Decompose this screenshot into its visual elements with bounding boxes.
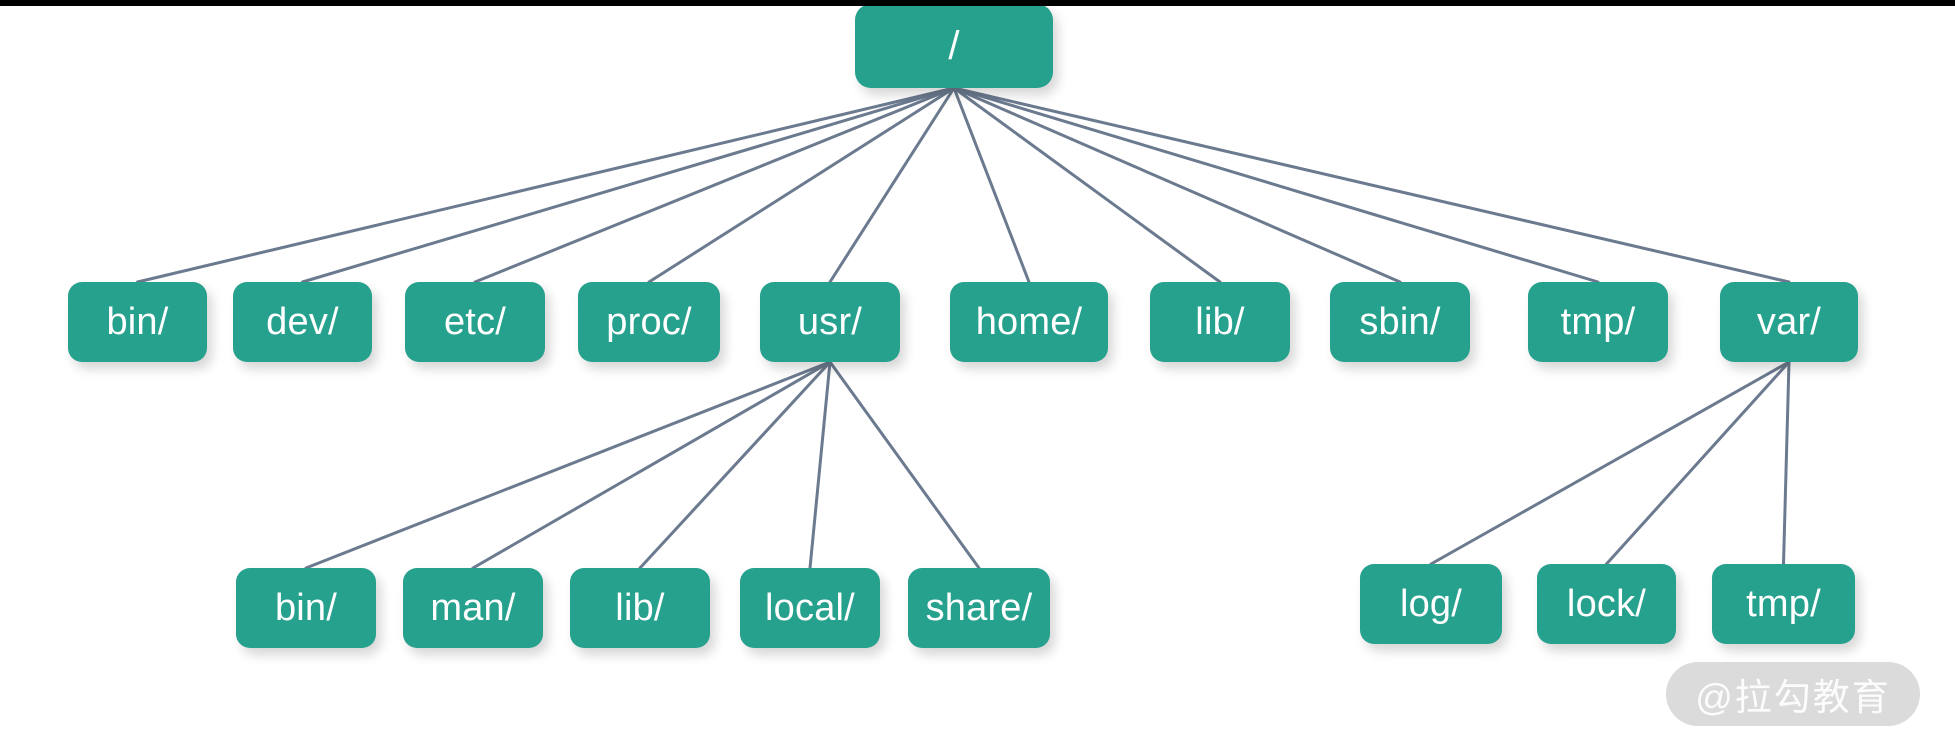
tree-node-label: lib/: [615, 587, 665, 629]
tree-node-var-log[interactable]: log/: [1360, 564, 1502, 644]
tree-node-label: /: [948, 24, 960, 68]
tree-node-label: sbin/: [1359, 301, 1441, 343]
tree-node-label: bin/: [274, 587, 338, 629]
tree-node-var[interactable]: var/: [1720, 282, 1858, 362]
tree-edge-root-to-usr: [828, 86, 956, 284]
watermark-text: @拉勾教育: [1695, 677, 1891, 718]
tree-edge-usr-to-usr-man: [471, 360, 832, 570]
tree-node-label: tmp/: [1746, 583, 1821, 625]
tree-edge-root-to-tmp: [952, 86, 1600, 284]
tree-node-label: var/: [1756, 301, 1822, 343]
tree-node-label: home/: [975, 301, 1083, 343]
tree-node-lib[interactable]: lib/: [1150, 282, 1290, 362]
tree-node-label: dev/: [266, 301, 339, 343]
tree-node-label: tmp/: [1560, 301, 1636, 343]
tree-node-usr-share[interactable]: share/: [908, 568, 1050, 648]
tree-node-label: local/: [765, 587, 855, 629]
tree-node-dev[interactable]: dev/: [233, 282, 372, 362]
tree-edge-usr-to-usr-share: [828, 360, 981, 570]
tree-node-usr[interactable]: usr/: [760, 282, 900, 362]
tree-node-var-tmp[interactable]: tmp/: [1712, 564, 1855, 644]
tree-node-label: share/: [925, 587, 1033, 629]
tree-node-label: lock/: [1566, 583, 1647, 625]
tree-node-home[interactable]: home/: [950, 282, 1108, 362]
tree-edge-root-to-home: [952, 86, 1031, 284]
tree-node-usr-lib[interactable]: lib/: [570, 568, 710, 648]
tree-node-bin[interactable]: bin/: [68, 282, 207, 362]
tree-edge-root-to-proc: [647, 86, 956, 284]
tree-node-root[interactable]: /: [855, 4, 1053, 88]
tree-edge-root-to-etc: [473, 86, 956, 284]
tree-edge-root-to-dev: [301, 86, 956, 284]
tree-edge-root-to-lib: [952, 86, 1222, 284]
tree-node-tmp[interactable]: tmp/: [1528, 282, 1668, 362]
tree-edge-var-to-var-lock: [1605, 360, 1791, 566]
tree-edge-usr-to-usr-local: [808, 360, 832, 570]
tree-node-sbin[interactable]: sbin/: [1330, 282, 1470, 362]
tree-node-label: etc/: [443, 301, 507, 343]
tree-edge-var-to-var-tmp: [1782, 360, 1791, 566]
tree-node-label: log/: [1399, 583, 1463, 625]
tree-node-label: man/: [430, 587, 516, 629]
tree-edge-var-to-var-log: [1429, 360, 1791, 566]
tree-edge-root-to-sbin: [952, 86, 1402, 284]
tree-edge-root-to-var: [952, 86, 1791, 284]
tree-node-usr-local[interactable]: local/: [740, 568, 880, 648]
tree-node-etc[interactable]: etc/: [405, 282, 545, 362]
tree-node-usr-bin[interactable]: bin/: [236, 568, 376, 648]
tree-edge-usr-to-usr-bin: [304, 360, 832, 570]
tree-node-label: usr/: [797, 301, 863, 343]
watermark-badge: @拉勾教育: [1666, 662, 1920, 726]
tree-edge-usr-to-usr-lib: [638, 360, 832, 570]
top-black-bar: [0, 0, 1955, 6]
tree-node-usr-man[interactable]: man/: [403, 568, 543, 648]
tree-node-var-lock[interactable]: lock/: [1537, 564, 1676, 644]
tree-edge-root-to-bin: [136, 86, 956, 284]
tree-node-label: proc/: [606, 301, 692, 343]
tree-node-proc[interactable]: proc/: [578, 282, 720, 362]
tree-node-label: lib/: [1195, 301, 1245, 343]
tree-node-label: bin/: [106, 301, 169, 343]
